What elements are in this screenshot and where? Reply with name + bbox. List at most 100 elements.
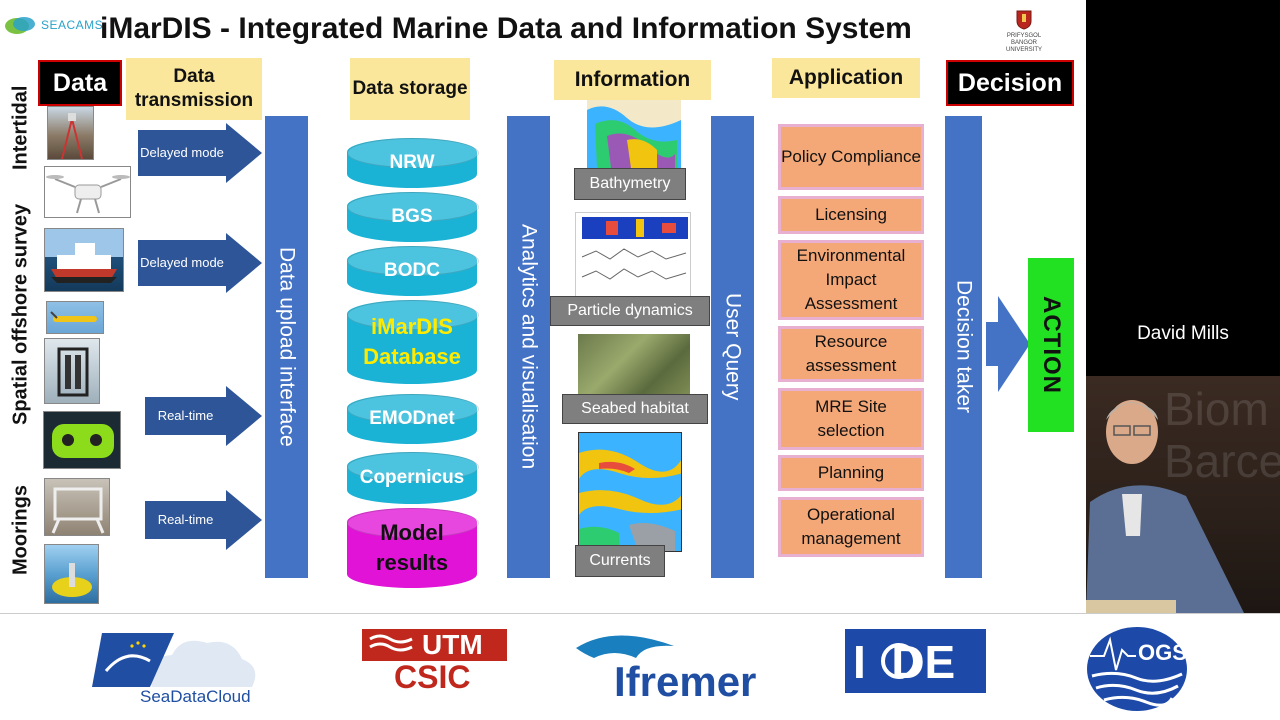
decision-arrow-icon bbox=[986, 296, 1030, 392]
db-label: iMarDIS Database bbox=[363, 314, 461, 369]
bathymetry-map-graphic bbox=[587, 106, 681, 168]
db-copernicus: Copernicus bbox=[347, 452, 479, 504]
arrow-label: Real-time bbox=[145, 397, 226, 435]
bangor-crest-icon bbox=[1016, 10, 1032, 30]
app-environmental-impact-assessment: Environmental Impact Assessment bbox=[778, 240, 924, 320]
app-policy-compliance: Policy Compliance bbox=[778, 124, 924, 190]
iode-text: I DE bbox=[853, 636, 956, 688]
seacams-text: SEACAMS bbox=[41, 18, 104, 32]
label-intertidal: Intertidal bbox=[9, 85, 32, 171]
speaker-video-panel: David Mills Biom Barce bbox=[1086, 0, 1280, 613]
db-label: BGS bbox=[391, 206, 433, 228]
currents-map-graphic bbox=[579, 449, 681, 551]
ogs-globe-icon bbox=[1087, 627, 1187, 711]
speaker-figure-icon bbox=[1086, 400, 1244, 613]
speaker-name: David Mills bbox=[1137, 323, 1229, 344]
drone-photo bbox=[44, 166, 131, 218]
bar-analytics-visualisation: Analytics and visualisation bbox=[507, 116, 550, 578]
currents-map bbox=[578, 432, 682, 552]
arrow-real-time-1: Real-time bbox=[145, 386, 262, 446]
arrow-delayed-mode-2: Delayed mode bbox=[138, 233, 262, 293]
header-information: Information bbox=[554, 60, 711, 100]
bar-label: Data upload interface bbox=[275, 247, 299, 447]
header-application: Application bbox=[772, 58, 920, 98]
seadatacloud-graphic-icon bbox=[92, 633, 256, 687]
bangor-text: PRIFYSGOL BANGOR UNIVERSITY bbox=[1005, 33, 1042, 53]
db-label: EMODnet bbox=[369, 408, 455, 430]
tripod-icon bbox=[61, 113, 83, 159]
caption-seabed-habitat: Seabed habitat bbox=[562, 394, 708, 424]
header-data-transmission: Data transmission bbox=[126, 58, 262, 120]
caption-currents: Currents bbox=[575, 545, 665, 577]
bar-label: Decision taker bbox=[952, 280, 976, 414]
bathymetry-map bbox=[587, 100, 681, 168]
bangor-logo: PRIFYSGOL BANGOR UNIVERSITY bbox=[1002, 10, 1046, 54]
instrument-frame-photo bbox=[44, 338, 100, 404]
app-resource-assessment: Resource assessment bbox=[778, 326, 924, 382]
survey-vessel-photo bbox=[44, 228, 124, 292]
ifremer-text: Ifremer bbox=[614, 658, 757, 705]
header-data: Data bbox=[38, 60, 122, 106]
backdrop-text-2: Barce bbox=[1164, 435, 1280, 487]
particle-dynamics-chart bbox=[575, 212, 691, 300]
arrow-head-icon bbox=[226, 386, 262, 446]
slide: SEACAMS iMarDIS - Integrated Marine Data… bbox=[0, 0, 1086, 613]
auv-photo bbox=[46, 301, 104, 334]
app-licensing: Licensing bbox=[778, 196, 924, 234]
bar-user-query: User Query bbox=[711, 116, 754, 578]
drone-icon bbox=[46, 175, 130, 214]
label-spatial-offshore-survey: Spatial offshore survey bbox=[9, 203, 32, 425]
bar-data-upload-interface: Data upload interface bbox=[265, 116, 308, 578]
seabed-lander-photo bbox=[43, 411, 121, 469]
seacams-swirl-icon bbox=[5, 17, 35, 34]
app-mre-site-selection: MRE Site selection bbox=[778, 388, 924, 450]
db-label: Model results bbox=[375, 520, 449, 575]
caption-particle-dynamics: Particle dynamics bbox=[550, 296, 710, 326]
bar-label: User Query bbox=[721, 293, 745, 401]
ship-icon bbox=[51, 243, 117, 283]
buoy-icon bbox=[52, 563, 92, 597]
header-decision: Decision bbox=[946, 60, 1074, 106]
db-model-results: Model results bbox=[347, 508, 479, 588]
slide-title: iMarDIS - Integrated Marine Data and Inf… bbox=[100, 12, 912, 45]
db-bgs: BGS bbox=[347, 192, 479, 242]
caption-bathymetry: Bathymetry bbox=[574, 168, 686, 200]
particle-dynamics-graphic bbox=[581, 217, 688, 280]
ogs-logo: OGS bbox=[1086, 626, 1188, 712]
arrow-real-time-2: Real-time bbox=[145, 490, 262, 550]
action-box: ACTION bbox=[1028, 258, 1074, 432]
lander-icon bbox=[52, 424, 114, 458]
footer-logo-bar: SeaDataCloud UTM CSIC Ifremer I DE O bbox=[0, 613, 1280, 720]
arrow-head-icon bbox=[226, 233, 262, 293]
utm-text: UTM bbox=[422, 629, 483, 660]
app-planning: Planning bbox=[778, 455, 924, 491]
action-label: ACTION bbox=[1038, 296, 1065, 394]
bar-label: Analytics and visualisation bbox=[517, 224, 541, 470]
arrow-label: Delayed mode bbox=[138, 130, 226, 176]
speaker-video: Biom Barce bbox=[1086, 376, 1280, 613]
ifremer-whale-icon bbox=[576, 635, 674, 658]
arrow-delayed-mode-1: Delayed mode bbox=[138, 123, 262, 183]
backdrop-text-1: Biom bbox=[1164, 383, 1269, 435]
seacams-logo: SEACAMS bbox=[4, 14, 103, 36]
glider-icon bbox=[50, 311, 97, 322]
label-moorings: Moorings bbox=[9, 485, 32, 575]
db-bodc: BODC bbox=[347, 246, 479, 296]
db-label: BODC bbox=[384, 260, 440, 282]
arrow-head-icon bbox=[226, 123, 262, 183]
rosette-icon bbox=[57, 347, 89, 397]
arrow-head-icon bbox=[226, 490, 262, 550]
db-emodnet: EMODnet bbox=[347, 394, 479, 444]
db-label: NRW bbox=[389, 152, 435, 174]
seabed-habitat-photo bbox=[578, 334, 690, 398]
bar-decision-taker: Decision taker bbox=[945, 116, 982, 578]
app-operational-management: Operational management bbox=[778, 497, 924, 557]
seadatacloud-text: SeaDataCloud bbox=[140, 687, 251, 706]
seadatacloud-logo: SeaDataCloud bbox=[92, 627, 262, 709]
arrow-label: Delayed mode bbox=[138, 240, 226, 286]
mooring-frame-icon bbox=[51, 487, 105, 534]
intertidal-survey-photo bbox=[47, 106, 94, 160]
arrow-label: Real-time bbox=[145, 501, 226, 539]
mooring-frame-photo bbox=[44, 478, 110, 536]
db-label: Copernicus bbox=[359, 467, 465, 489]
